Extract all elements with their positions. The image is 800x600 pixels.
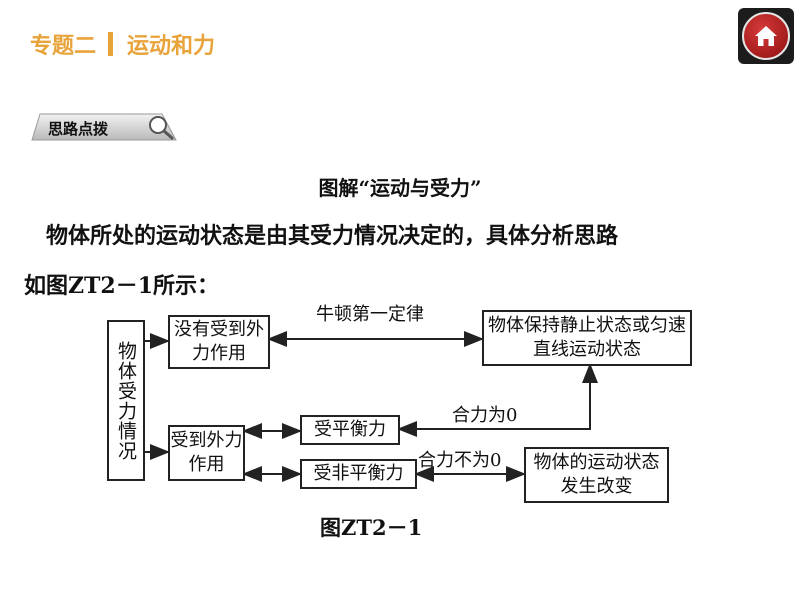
node-has-external-force: 受到外力作用	[168, 425, 245, 481]
hint-tag	[31, 113, 177, 141]
edge-net-force-zero	[397, 363, 598, 437]
topic-label: 专题二	[30, 34, 97, 59]
header-separator	[108, 32, 114, 56]
node-unbalanced-force: 受非平衡力	[300, 459, 417, 489]
node-steady-state: 物体保持静止状态或匀速直线运动状态	[482, 310, 692, 366]
topic-subtitle: 运动和力	[127, 34, 216, 59]
node-state-change: 物体的运动状态发生改变	[524, 447, 669, 503]
paragraph-line-1: 物体所处的运动状态是由其受力情况决定的，具体分析思路	[46, 223, 619, 249]
edge-label-net-nonzero: 合力不为0	[418, 450, 502, 471]
diagram-heading: 图解“运动与受力”	[318, 176, 482, 200]
header-title: 专题二 运动和力	[30, 28, 215, 60]
magnifier-icon	[149, 116, 174, 140]
hint-tag-label: 思路点拨	[48, 120, 109, 138]
edge-label-net-zero: 合力为0	[452, 405, 518, 426]
paragraph-line-2: 如图ZT2－1所示：	[24, 273, 220, 299]
figure-caption: 图ZT2－1	[320, 515, 423, 540]
node-balanced-force: 受平衡力	[300, 415, 400, 445]
home-button[interactable]	[738, 8, 794, 64]
home-icon	[742, 12, 790, 60]
node-force-condition: 物体受力情况	[107, 320, 145, 481]
edge-label-newton: 牛顿第一定律	[316, 304, 424, 325]
node-no-external-force: 没有受到外力作用	[168, 315, 270, 369]
